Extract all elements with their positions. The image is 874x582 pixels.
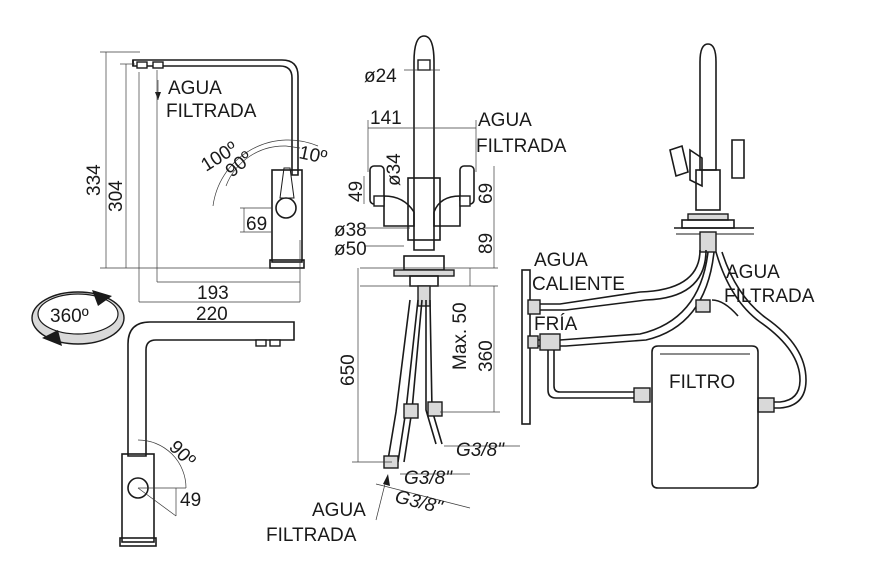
dim-360: 360 (476, 340, 497, 372)
angle-90-top: 90º (164, 437, 199, 472)
rotation-arrow-bottom-icon (42, 330, 62, 346)
install-valve (539, 333, 561, 351)
side-nozzle-1 (136, 61, 148, 69)
label-agua-filtrada-install-2: FILTRADA (724, 286, 815, 307)
filter-cartridge (651, 345, 759, 489)
label-agua-filtrada-bottom-1: AGUA (312, 500, 366, 521)
dim-141: 141 (370, 108, 402, 129)
rotation-label: 360º (50, 306, 89, 327)
side-handle-lever (279, 167, 295, 199)
dim-334: 334 (84, 164, 105, 196)
label-filtro: FILTRO (669, 372, 735, 393)
hose-to-filter (547, 346, 640, 399)
angle-10: 10º (297, 142, 329, 168)
dim-o38: ø38 (334, 220, 367, 241)
hose-cold (530, 251, 709, 341)
thread-label-2: G3/8" (404, 468, 453, 489)
thread-label-3: G3/8" (393, 486, 446, 518)
rotation-360-icon: 360º (31, 290, 125, 346)
side-spout (132, 59, 299, 176)
dim-o50: ø50 (334, 239, 367, 260)
top-view: 90º 49 (119, 321, 295, 547)
label-agua-filtrada-side-2: FILTRADA (166, 101, 257, 122)
dim-193: 193 (197, 283, 229, 304)
label-agua-caliente-1: AGUA (534, 250, 588, 271)
dim-69-front: 69 (476, 183, 497, 204)
side-base (269, 259, 305, 269)
top-body (121, 453, 155, 543)
label-fria: FRÍA (534, 314, 578, 335)
install-body (695, 169, 721, 211)
label-agua-filtrada-front-1: AGUA (478, 110, 532, 131)
label-agua-filtrada-install-1: AGUA (726, 262, 780, 283)
side-arc-100 (212, 139, 319, 207)
label-agua-filtrada-bottom-2: FILTRADA (266, 525, 357, 546)
dim-49-front: 49 (346, 181, 367, 202)
label-agua-caliente-2: CALIENTE (532, 274, 625, 295)
hose-hot (530, 249, 701, 305)
thread-label-1: G3/8" (456, 440, 505, 461)
front-body (407, 177, 441, 241)
rotation-arrow-top-icon (92, 290, 112, 306)
dim-69-side: 69 (246, 214, 267, 235)
front-hose-3 (387, 299, 411, 461)
label-agua-filtrada-side-1: AGUA (168, 78, 222, 99)
side-arc-90 (225, 145, 287, 187)
install-spout (699, 43, 717, 171)
top-arc-90 (137, 439, 187, 489)
side-handle-knob (275, 197, 297, 219)
side-nozzle-2 (152, 61, 164, 69)
dim-220: 220 (196, 304, 228, 325)
dim-89: 89 (476, 233, 497, 254)
hose-filtered (715, 251, 801, 403)
label-agua-filtrada-front-2: FILTRADA (476, 136, 567, 157)
dim-o24: ø24 (364, 66, 397, 87)
side-view: 334 304 193 220 69 100º 90º 10º AGUA FIL… (84, 51, 329, 325)
top-spout (127, 321, 295, 457)
side-body (271, 169, 303, 263)
dim-49-top: 49 (180, 490, 201, 511)
dim-o34: ø34 (384, 153, 405, 186)
installation-view: FILTRO AGUA CALIENTE FRÍA AGUA FILTRADA (521, 43, 815, 489)
dim-304: 304 (106, 180, 127, 212)
front-hose-2 (425, 300, 437, 445)
dim-max-50: Max. 50 (450, 302, 471, 370)
front-spout (413, 35, 435, 251)
dim-650: 650 (338, 354, 359, 386)
